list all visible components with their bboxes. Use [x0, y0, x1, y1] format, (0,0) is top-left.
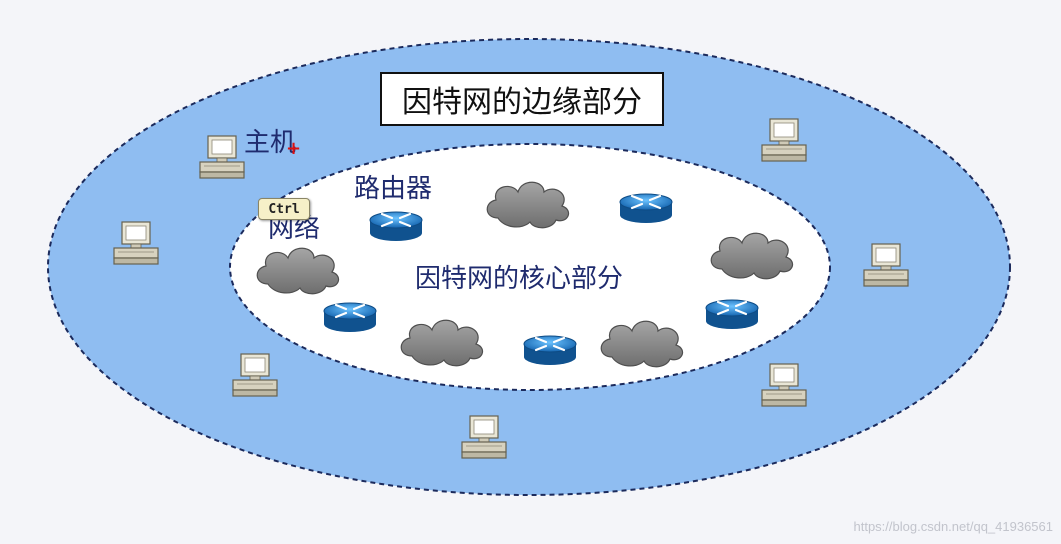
- router-icon: [618, 192, 674, 225]
- router-icon: [704, 298, 760, 331]
- watermark: https://blog.csdn.net/qq_41936561: [853, 519, 1054, 534]
- router-icon: [522, 334, 578, 367]
- ctrl-key-overlay: Ctrl: [258, 198, 310, 220]
- router-icon: [368, 210, 424, 243]
- edge-part-title: 因特网的边缘部分: [380, 72, 664, 126]
- cursor-marker: +: [286, 138, 302, 159]
- router-icon: [322, 301, 378, 334]
- core-region: [229, 143, 831, 391]
- core-part-label: 因特网的核心部分: [415, 264, 624, 294]
- router-label: 路由器: [354, 174, 433, 204]
- host-label: 主机: [244, 128, 297, 158]
